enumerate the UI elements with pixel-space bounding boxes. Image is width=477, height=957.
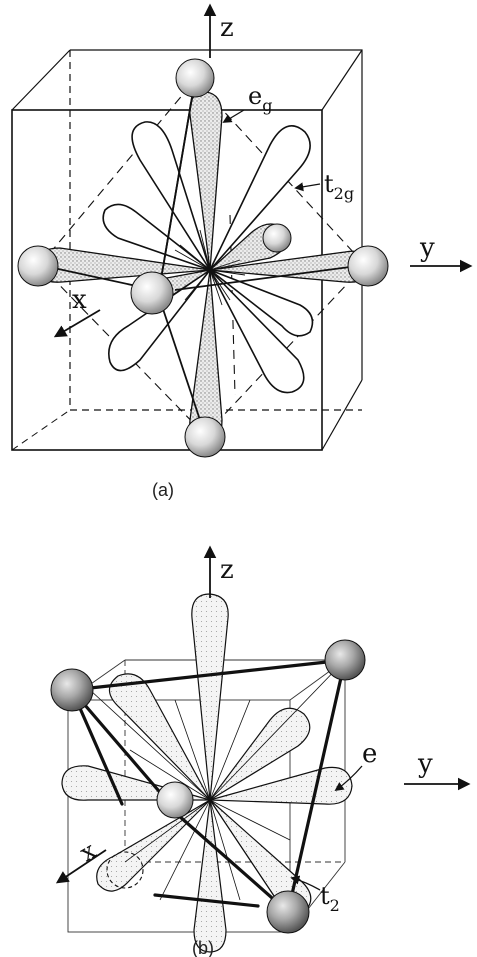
panel-a-t2g-lobes — [102, 121, 314, 394]
ligand-b-bottom-right — [266, 890, 310, 934]
caption-a: (a) — [152, 480, 174, 500]
y-axis-label-a: y — [419, 233, 435, 263]
caption-b: (b) — [192, 938, 214, 957]
t2-label: t2 — [320, 882, 340, 915]
panel-a-ligand-atoms — [17, 58, 389, 458]
ligand-b-top-right — [324, 639, 366, 681]
ligand-top — [175, 58, 215, 98]
x-axis-label-a: x — [72, 285, 87, 315]
eg-pointer — [222, 109, 245, 123]
ligand-b-top-left — [50, 668, 94, 712]
eg-label: eg — [248, 82, 272, 115]
hidden-ligand-outline — [106, 851, 144, 889]
panel-b-ligand-atoms — [50, 639, 366, 934]
ligand-b-center — [156, 781, 194, 819]
x-axis-arrow-b — [55, 849, 107, 884]
panel-b-radial-lines — [89, 659, 346, 913]
e-label: e — [362, 739, 377, 769]
panel-a-radial-lines — [174, 229, 246, 306]
t2-pointer — [290, 875, 321, 891]
panel-a: z y x eg t2g (a) — [11, 3, 473, 500]
z-axis-label-b: z — [220, 555, 234, 585]
ligand-back — [262, 223, 292, 253]
e-pointer — [334, 765, 363, 792]
x-axis-arrow-a — [53, 309, 101, 338]
t2g-pointer — [294, 182, 321, 192]
panel-b: z y x e t2 (b) — [50, 545, 471, 957]
ligand-right — [347, 245, 389, 287]
ligand-front — [130, 271, 174, 315]
z-axis-label-a: z — [220, 13, 234, 43]
ligand-left — [17, 245, 59, 287]
y-axis-label-b: y — [417, 749, 433, 779]
panel-b-orbital-lobes — [61, 593, 353, 953]
x-axis-label-b: x — [75, 836, 101, 867]
ligand-bottom — [184, 416, 226, 458]
t2g-label: t2g — [324, 170, 354, 203]
